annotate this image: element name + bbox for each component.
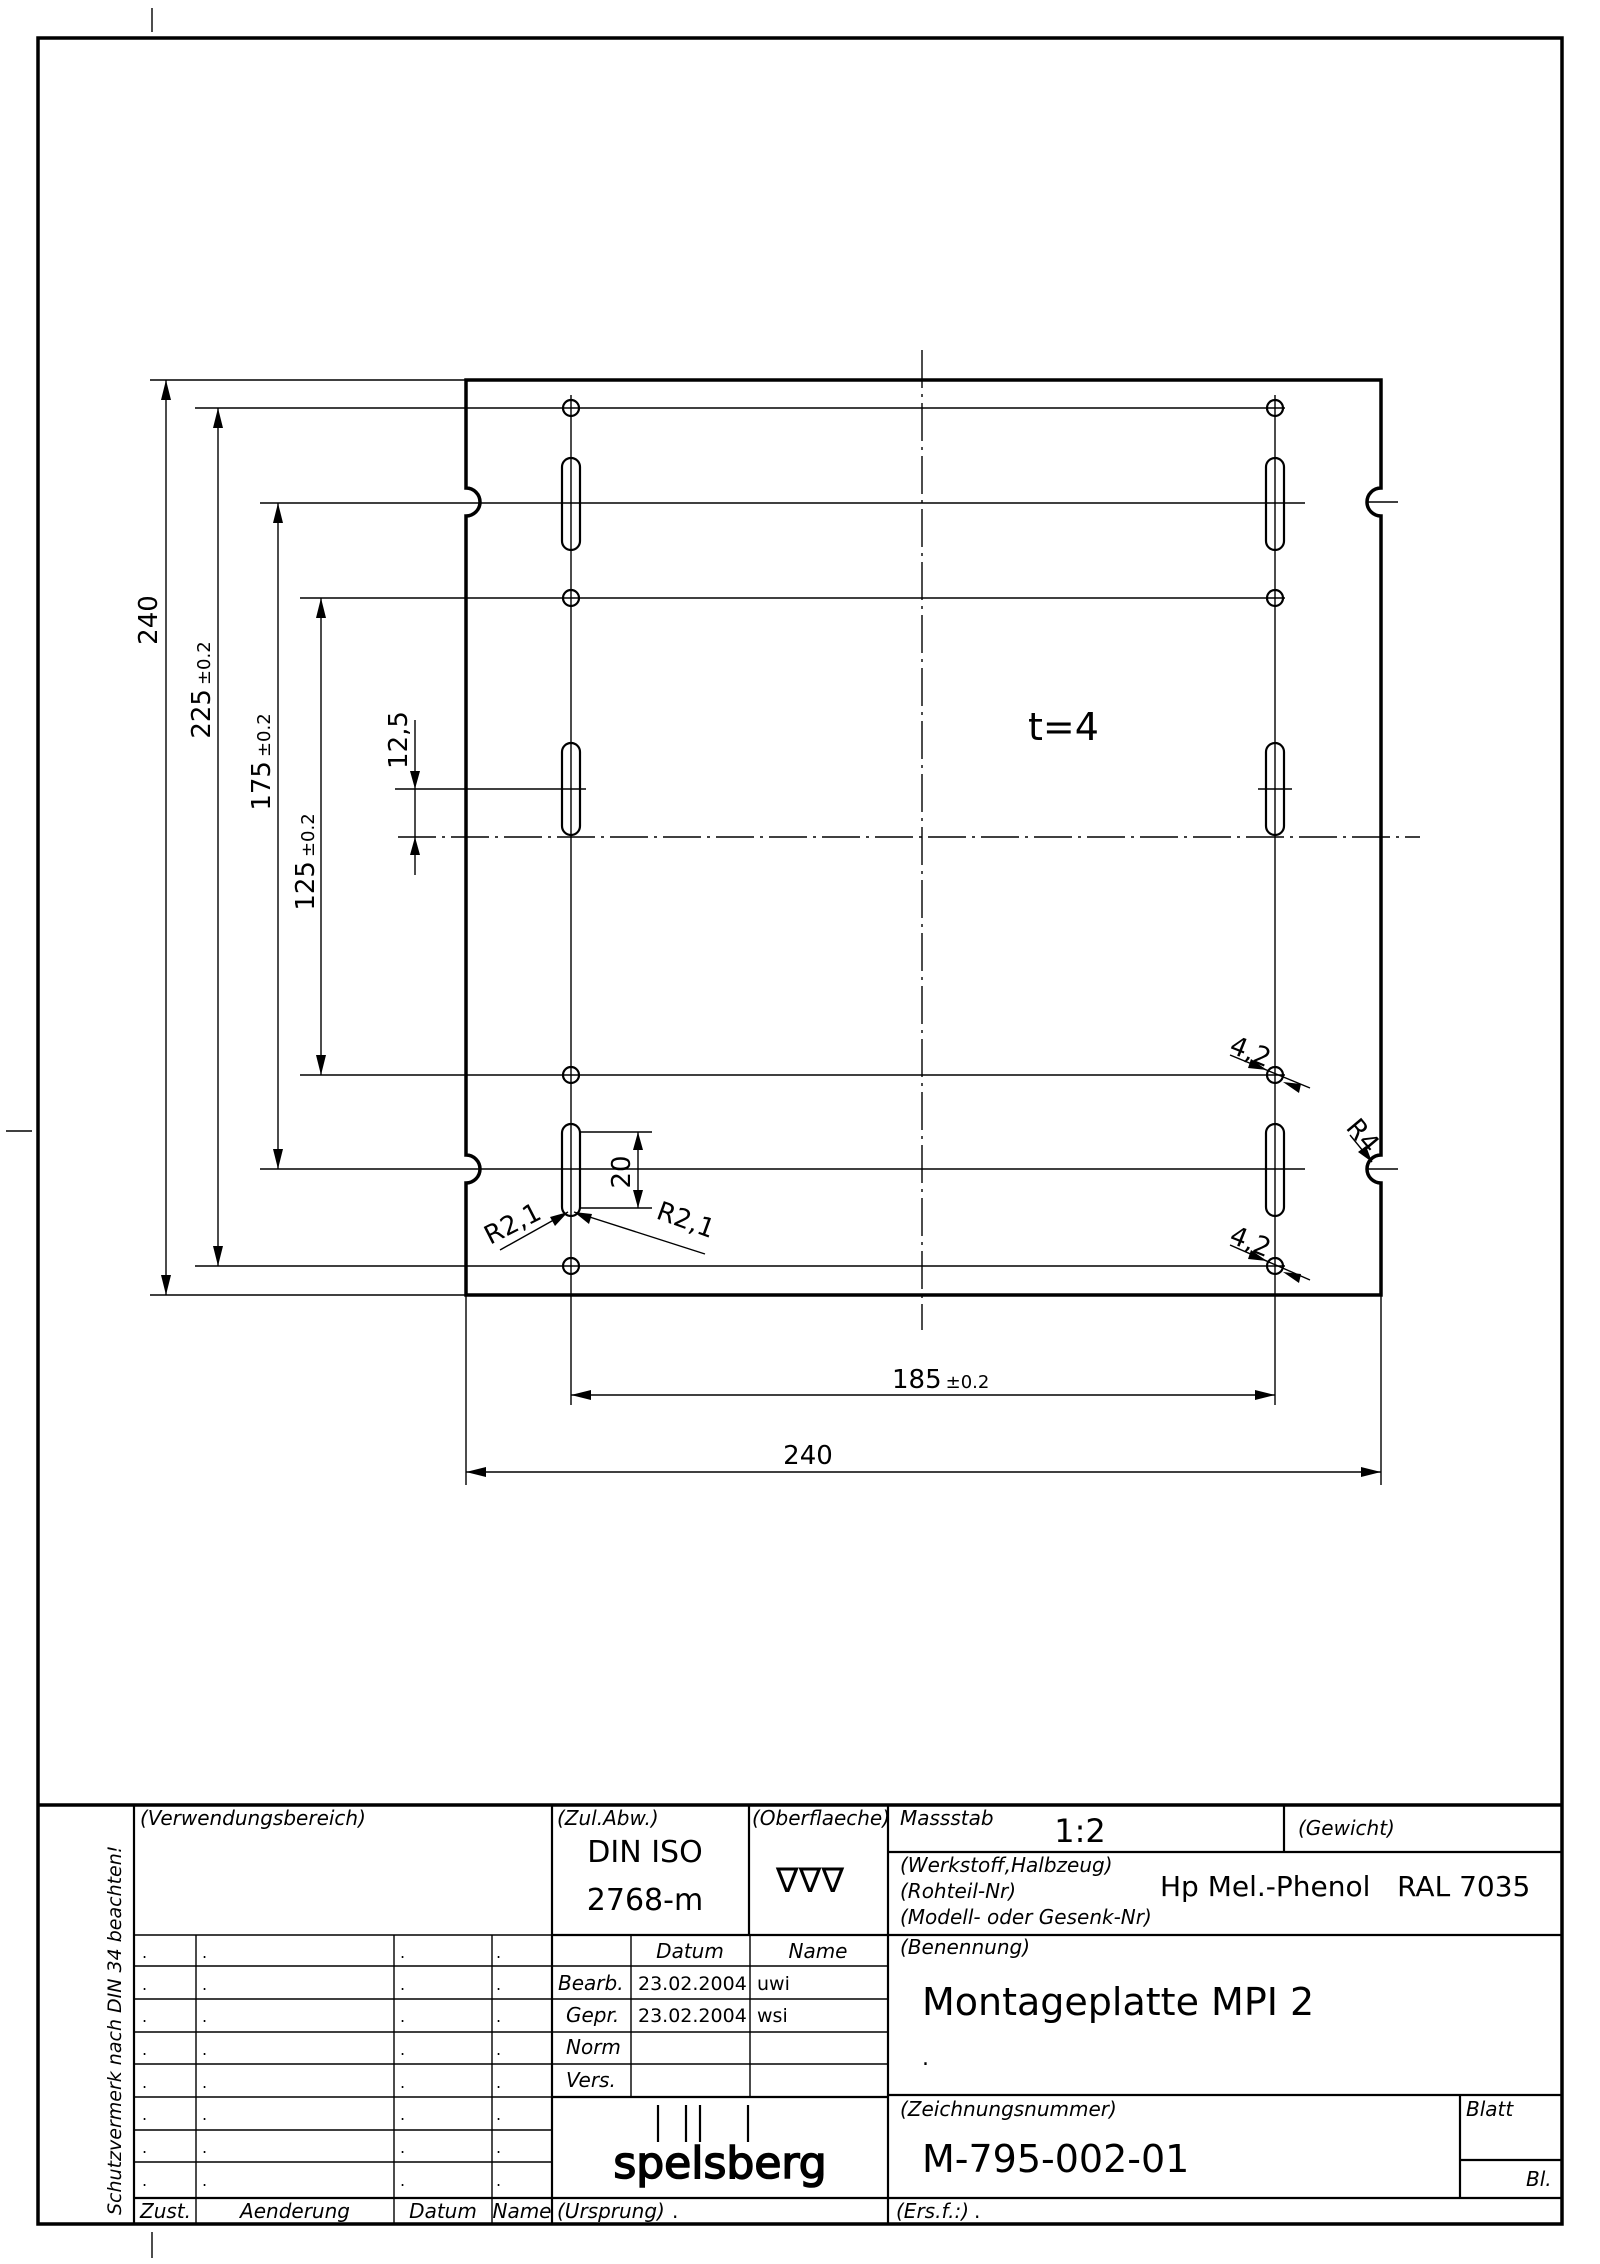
svg-text:.: . (400, 1943, 405, 1962)
svg-text:.: . (202, 2040, 207, 2059)
ersf-label: (Ers.f.:) (896, 2199, 969, 2223)
rev-header-name: Name (492, 2199, 551, 2223)
zul-abw-label: (Zul.Abw.) (557, 1806, 659, 1830)
massstab-value: 1:2 (1054, 1812, 1106, 1850)
dim-radius-right: R2,1 (653, 1196, 719, 1245)
svg-text:.: . (142, 2040, 147, 2059)
svg-text:.: . (202, 2105, 207, 2124)
svg-text:.: . (400, 2040, 405, 2059)
svg-text:.: . (496, 2105, 501, 2124)
thickness-note: t=4 (1028, 705, 1099, 749)
dim-width-total: 240 (783, 1441, 833, 1471)
svg-text:.: . (496, 2040, 501, 2059)
ursprung-label: (Ursprung) (557, 2199, 665, 2223)
dim-185: 185±0.2 (892, 1365, 989, 1395)
round-holes (561, 398, 1285, 1276)
massstab-label: Massstab (900, 1806, 994, 1830)
row-label-vers: Vers. (566, 2068, 616, 2092)
ersf-dot: . (974, 2199, 980, 2223)
slots (560, 456, 1286, 1218)
rev-header-zust: Zust. (139, 2199, 191, 2223)
row-datum-bearb: 23.02.2004 (638, 1973, 747, 1995)
svg-text:.: . (400, 2007, 405, 2026)
dim-notch-radius: R4 (1340, 1113, 1385, 1159)
svg-text:.: . (142, 2073, 147, 2092)
svg-text:.: . (400, 1975, 405, 1994)
svg-text:.: . (202, 2171, 207, 2190)
svg-text:.: . (400, 2138, 405, 2157)
svg-text:.: . (496, 2007, 501, 2026)
svg-text:.: . (400, 2105, 405, 2124)
dim-hole-upper: 4,2 (1225, 1031, 1275, 1074)
werkstoff-label-2: (Rohteil-Nr) (900, 1879, 1016, 1903)
svg-text:.: . (202, 2138, 207, 2157)
svg-text:.: . (202, 2007, 207, 2026)
gewicht-label: (Gewicht) (1298, 1816, 1395, 1840)
col-datum-header: Datum (656, 1939, 724, 1963)
werkstoff-label-3: (Modell- oder Gesenk-Nr) (900, 1905, 1152, 1929)
title-block: Schutzvermerk nach DIN 34 beachten! (Ver… (38, 1803, 1562, 2224)
row-datum-gepr: 23.02.2004 (638, 2005, 747, 2027)
zul-abw-line1: DIN ISO (587, 1835, 702, 1870)
svg-text:.: . (142, 2138, 147, 2157)
benennung-label: (Benennung) (900, 1935, 1030, 1959)
svg-text:.: . (142, 1975, 147, 1994)
col-name-header: Name (788, 1939, 847, 1963)
row-name-gepr: wsi (757, 2005, 788, 2027)
benennung-value: Montageplatte MPI 2 (922, 1980, 1314, 2024)
surface-symbol: ∇∇∇ (775, 1861, 844, 1901)
dim-125: 125±0.2 (291, 813, 321, 910)
zul-abw-line2: 2768-m (587, 1883, 703, 1918)
rev-header-aenderung: Aenderung (238, 2199, 350, 2223)
blatt-label: Blatt (1466, 2097, 1514, 2121)
werkstoff-label-1: (Werkstoff,Halbzeug) (900, 1853, 1113, 1877)
svg-text:.: . (496, 2073, 501, 2092)
verwendungsbereich-label: (Verwendungsbereich) (140, 1806, 366, 1830)
svg-text:.: . (142, 2171, 147, 2190)
svg-text:.: . (202, 2073, 207, 2092)
part-view: t=4 (195, 350, 1420, 1330)
dim-slot-20: 20 (607, 1155, 637, 1188)
werkstoff-value: Hp Mel.-Phenol RAL 7035 (1160, 1870, 1530, 1903)
oberflaeche-label: (Oberflaeche) (752, 1806, 890, 1830)
benennung-dot: . (922, 2046, 929, 2071)
svg-text:.: . (142, 1943, 147, 1962)
row-label-bearb: Bearb. (558, 1971, 624, 1995)
row-label-gepr: Gepr. (566, 2003, 619, 2027)
zeichnungsnummer-label: (Zeichnungsnummer) (900, 2097, 1117, 2121)
dim-height-total: 240 (134, 595, 164, 645)
svg-text:.: . (202, 1943, 207, 1962)
svg-text:.: . (202, 1975, 207, 1994)
dim-225: 225±0.2 (187, 641, 217, 738)
ursprung-dot: . (672, 2199, 678, 2223)
svg-text:.: . (142, 2105, 147, 2124)
svg-text:.: . (400, 2171, 405, 2190)
dim-12-5: 12,5 (384, 711, 414, 769)
row-name-bearb: uwi (757, 1973, 790, 1995)
svg-text:spelsberg: spelsberg (613, 2138, 826, 2189)
svg-text:.: . (496, 2171, 501, 2190)
row-label-norm: Norm (566, 2035, 621, 2059)
sheet-frame (6, 8, 1564, 2258)
spelsberg-logo: spelsberg (613, 2105, 827, 2190)
revision-row-dots: .... .... .... .... .... .... .... .... (142, 1943, 501, 2190)
svg-text:.: . (496, 1943, 501, 1962)
rev-header-datum: Datum (409, 2199, 477, 2223)
dim-hole-lower: 4,2 (1225, 1221, 1275, 1264)
dimensions: 240 225±0.2 175±0.2 125±0.2 12,5 20 R2,1… (134, 379, 1385, 1485)
bl-label: Bl. (1526, 2167, 1552, 2191)
svg-text:.: . (496, 1975, 501, 1994)
dim-175: 175±0.2 (247, 713, 277, 810)
zeichnungsnummer-value: M-795-002-01 (922, 2137, 1189, 2181)
svg-text:.: . (400, 2073, 405, 2092)
svg-text:.: . (142, 2007, 147, 2026)
copyright-note: Schutzvermerk nach DIN 34 beachten! (104, 1846, 126, 2215)
svg-text:.: . (496, 2138, 501, 2157)
